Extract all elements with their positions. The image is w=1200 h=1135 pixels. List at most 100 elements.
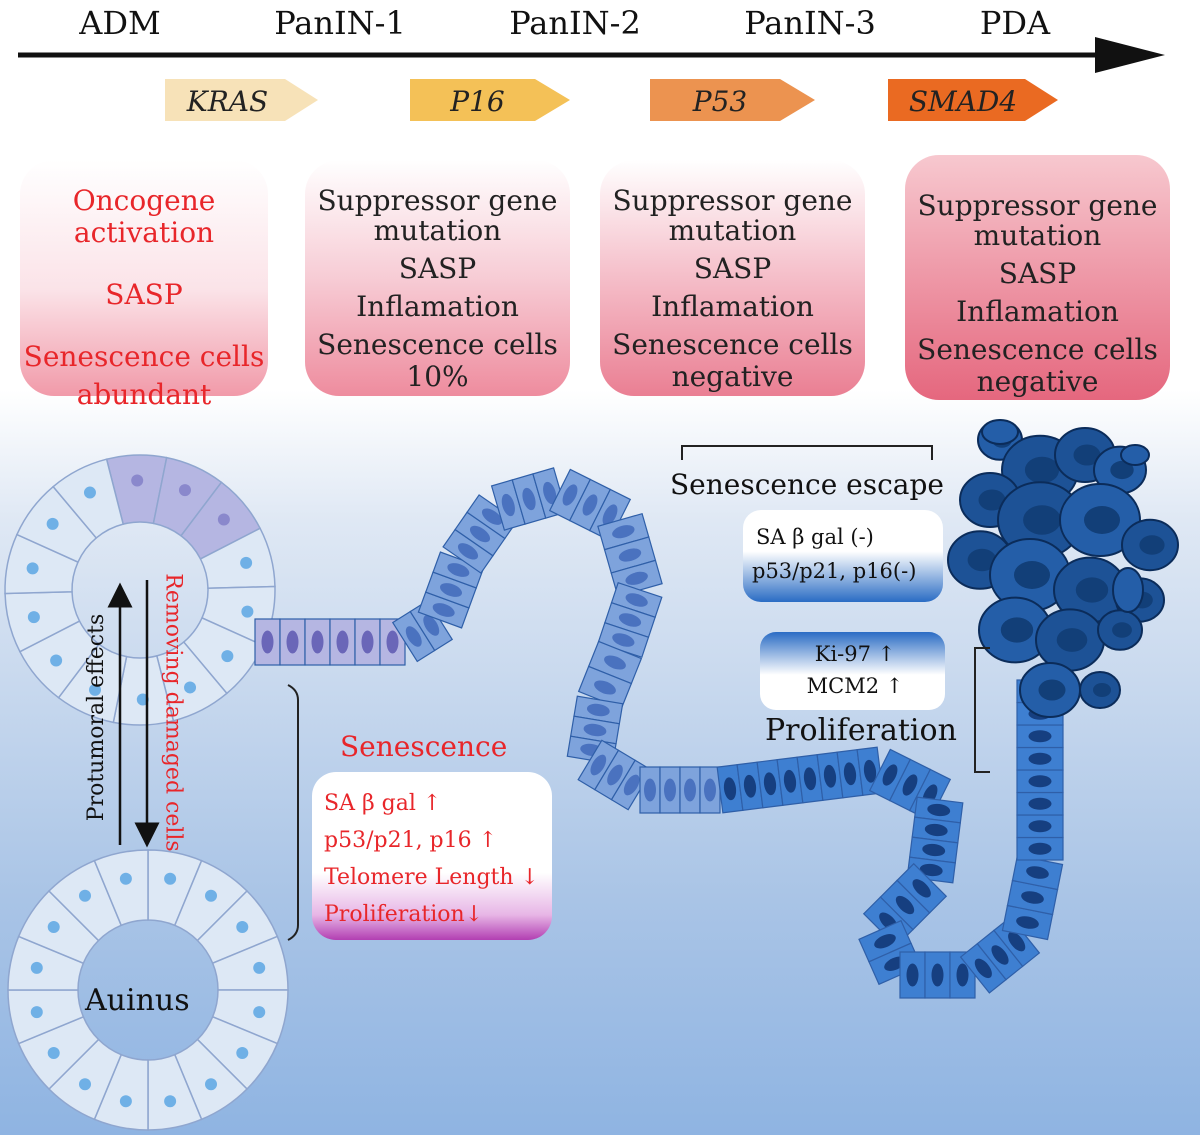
box-line: mutation [668,214,797,247]
duct-cell [597,512,650,551]
tumor-nucleus [1073,444,1101,466]
duct-cell [597,621,650,659]
senescence-bracket [287,684,299,941]
acinar-nucleus [119,1095,132,1108]
gene-label-p16: P16 [450,84,505,118]
escape-marker-box [743,510,943,602]
acinar-cell [52,458,125,539]
box-line: Senescence cells [917,333,1158,366]
proliferation-marker-box [760,632,945,710]
senescence-title: Senescence [340,730,508,763]
stage-box-panin2 [600,160,865,396]
acinar-nucleus [205,1078,218,1091]
acinar-nucleus [236,920,249,933]
tumor-nucleus [1112,622,1132,638]
stage-label-adm: ADM [79,4,161,42]
gene-arrow-p53 [650,79,815,121]
duct-cell [1016,724,1064,749]
acinar-nucleus [78,1078,91,1091]
acinar-cell [93,849,149,927]
duct-cell [1016,814,1064,839]
duct-cell [511,473,547,525]
duct-cell [354,618,381,666]
duct-cell [1016,769,1064,794]
gene-arrow-p16 [410,79,570,121]
tumor-nucleus [1014,561,1050,589]
timeline-arrow [18,37,1165,73]
duct-cell [304,618,331,666]
acinar-nucleus [46,517,59,530]
duct-cell [659,766,681,814]
acinus-label: Auinus [85,983,190,1018]
stage-label-pda: PDA [979,4,1051,42]
box-line: negative [976,365,1099,398]
box-line: Senescence cells [317,328,558,361]
duct-cell [911,816,961,844]
lower-acinus [7,849,289,1131]
proliferation-marker: Ki-97 ↑ [814,642,896,666]
duct-cell [868,748,912,802]
duct-cell [577,739,620,791]
senescence-marker: SA β gal ↑ [324,791,442,816]
duct-cell [899,951,926,999]
stage-text-pda: Suppressor gene mutation SASP Inflamatio… [905,175,1170,401]
tumor-cell [1112,567,1144,613]
acinar-nucleus [131,474,144,487]
stage-text-panin2: Suppressor gene mutation SASP Inflamatio… [600,170,865,396]
senescence-escape-label: Senescence escape [670,468,944,501]
stage-box-pda [905,155,1170,400]
stage-label-panin3: PanIN-3 [744,4,876,42]
duct-cell [1016,746,1064,771]
box-line: Inflamation [651,290,814,323]
duct-cell [679,766,701,814]
acinar-nucleus [47,920,60,933]
box-line: 10% [406,360,469,393]
gene-arrow-kras [165,79,318,121]
acinar-nucleus [253,961,266,974]
duct-cell [858,919,912,963]
box-line: Suppressor gene [612,184,853,217]
box-line: mutation [373,214,502,247]
tumor-nucleus [1038,679,1066,701]
escape-marker: SA β gal (-) [756,525,874,549]
box-line: SASP [398,252,477,285]
stage-text-adm: Oncogene activation SASP Senescence cell… [20,170,268,414]
tumor-cell [981,419,1019,445]
tumor-cluster [947,419,1179,718]
escape-marker: p53/p21, p16(-) [752,559,917,583]
stage-label-panin2: PanIN-2 [509,4,641,42]
acinar-nucleus [253,1006,266,1019]
duct-cell [577,665,633,710]
acinar-nucleus [50,654,63,667]
duct-cell [879,879,931,931]
tumor-nucleus [1139,535,1165,555]
tumor-nucleus [1110,460,1134,480]
gene-label-kras: KRAS [186,84,269,118]
box-line: SASP [105,278,183,311]
duct-cell [796,754,824,804]
duct-cell [442,528,494,574]
box-line: Suppressor gene [317,184,558,217]
duct-cell [417,591,470,629]
box-line: Senescence cells [23,340,265,373]
duct-cell [254,618,281,666]
acinar-nucleus [30,961,43,974]
acinar-nucleus [27,611,40,624]
box-line: negative [671,360,794,393]
proliferation-bracket [974,647,990,773]
acinar-nucleus [217,513,230,526]
senescence-markers: SA β gal ↑ p53/p21, p16 ↑ Telomere Lengt… [324,785,539,933]
duct-cell [909,836,959,864]
upper-acinus [4,454,276,726]
acinar-nucleus [164,872,177,885]
duct-cell [924,951,951,999]
acinar-nucleus [30,1006,43,1019]
acinar-nucleus [78,889,91,902]
senescence-marker: Telomere Length ↓ [324,865,539,890]
acinar-nucleus [205,889,218,902]
box-line: SASP [998,257,1077,290]
senescence-marker-box [312,772,552,940]
duct-cell [736,761,764,811]
gene-arrow-smad4 [888,79,1058,121]
proliferation-marker: MCM2 ↑ [806,674,904,698]
